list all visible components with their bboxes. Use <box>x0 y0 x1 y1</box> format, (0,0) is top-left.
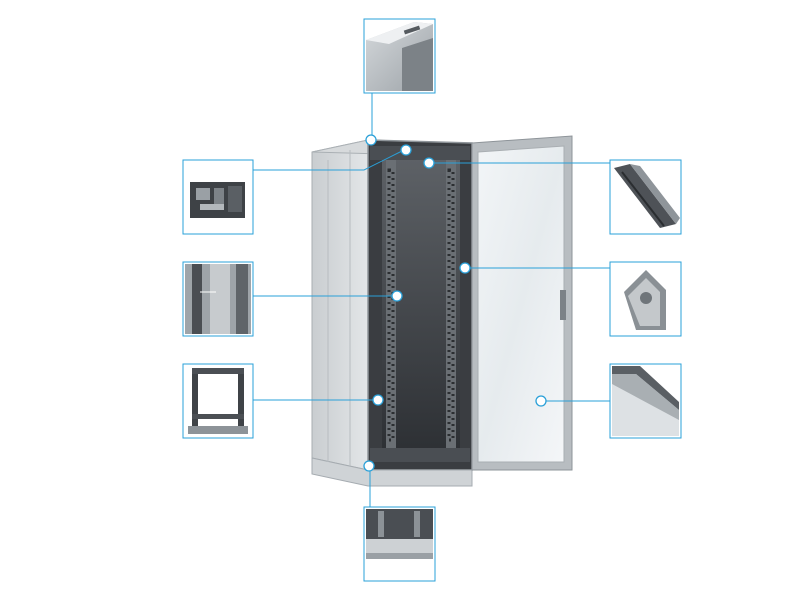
callout-marker <box>372 394 384 406</box>
callout-line-frame-profile <box>252 149 405 171</box>
mounting-rail-detail-icon[interactable] <box>609 159 682 235</box>
rack-cabinet <box>311 139 473 487</box>
callout-marker <box>363 460 375 472</box>
bottom-crossbar <box>370 448 470 462</box>
callout-marker <box>459 262 471 274</box>
inner-frame-detail-icon[interactable] <box>182 363 254 439</box>
left-mounting-rail <box>386 160 396 452</box>
cabinet-side-panel <box>311 139 369 471</box>
rail-holes <box>387 168 455 442</box>
door-handle <box>560 290 566 320</box>
top-corner-detail-icon[interactable] <box>363 18 436 94</box>
callout-markers <box>363 134 547 472</box>
glass-door <box>471 135 573 471</box>
callout-marker <box>400 144 412 156</box>
plinth-detail-icon[interactable] <box>363 506 436 582</box>
callout-marker <box>423 157 435 169</box>
aluminium-profile-detail-icon[interactable] <box>182 159 254 235</box>
callout-marker <box>365 134 377 146</box>
callout-marker <box>391 290 403 302</box>
callout-lines <box>252 93 610 508</box>
right-mounting-rail <box>446 160 456 452</box>
door-frame-detail-icon[interactable] <box>609 363 682 439</box>
top-crossbar <box>370 146 470 160</box>
rail-profile-detail-icon[interactable] <box>609 261 682 337</box>
door-glass <box>477 145 565 463</box>
callout-marker <box>535 395 547 407</box>
side-rail-detail-icon[interactable] <box>182 261 254 337</box>
